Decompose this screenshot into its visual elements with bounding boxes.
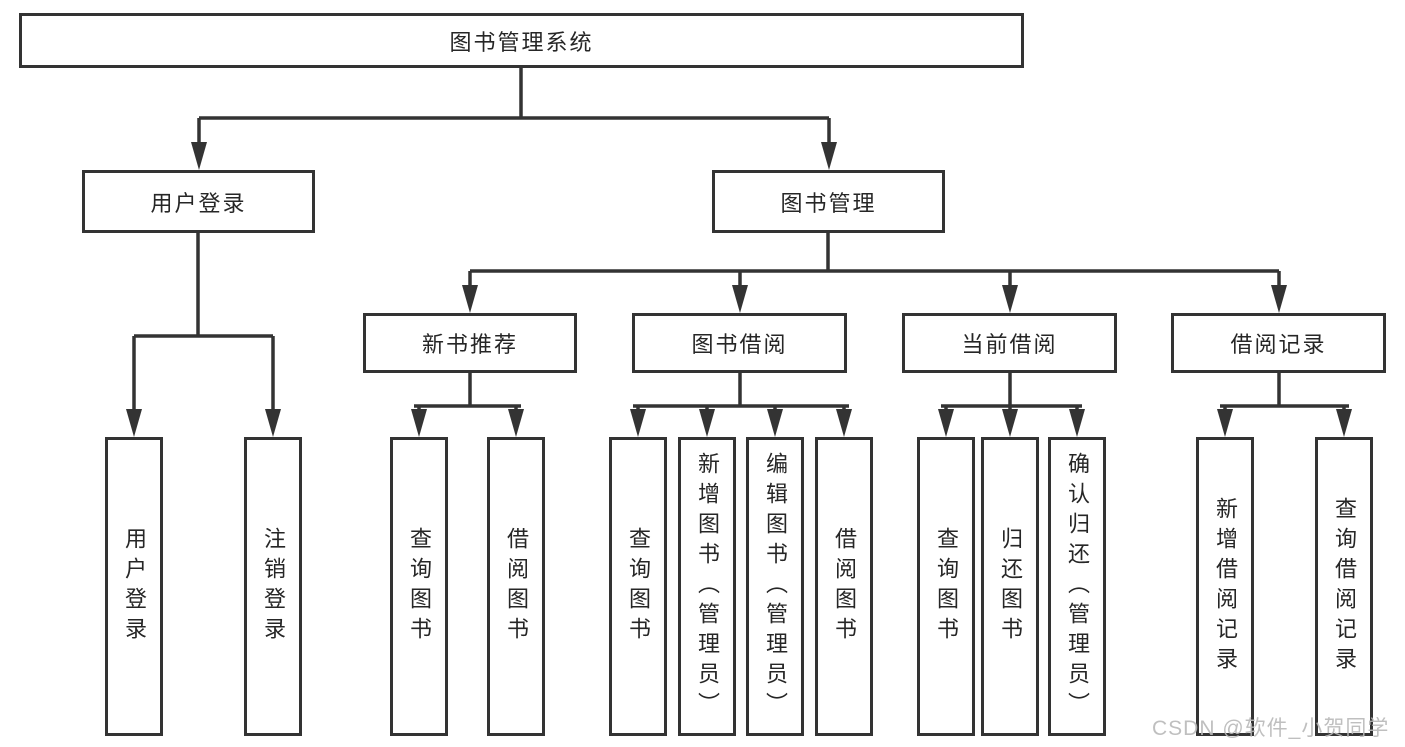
node-user-login-label: 用户登录 bbox=[150, 190, 247, 216]
connector-root-to-level2 bbox=[191, 68, 837, 170]
connector-path bbox=[132, 233, 275, 410]
leaf-confirm-return-admin-label: 确认归还（管理员） bbox=[1065, 451, 1090, 722]
leaf-query-books-borrow: 查询图书 bbox=[609, 437, 667, 736]
leaf-return-books: 归还图书 bbox=[981, 437, 1039, 736]
leaf-query-books-recommend: 查询图书 bbox=[390, 437, 448, 736]
arrow-down-icon bbox=[732, 285, 748, 313]
leaf-borrow-books-label: 借阅图书 bbox=[832, 526, 857, 647]
connector-current-borrow-branch bbox=[938, 373, 1085, 437]
arrow-down-icon bbox=[630, 409, 646, 437]
connector-path bbox=[197, 68, 831, 144]
leaf-add-borrow-record-label: 新增借阅记录 bbox=[1213, 496, 1238, 677]
arrow-down-icon bbox=[1271, 285, 1287, 313]
leaf-edit-book-admin-label: 编辑图书（管理员） bbox=[763, 451, 788, 722]
arrow-down-icon bbox=[699, 409, 715, 437]
connector-book-borrow-branch bbox=[630, 373, 852, 437]
leaf-borrow-books-recommend-label: 借阅图书 bbox=[504, 526, 529, 647]
node-book-management: 图书管理 bbox=[712, 170, 945, 233]
connector-path bbox=[941, 373, 1082, 411]
leaf-query-borrow-record-label: 查询借阅记录 bbox=[1332, 496, 1357, 677]
arrow-down-icon bbox=[126, 409, 142, 437]
node-new-book-recommend-label: 新书推荐 bbox=[421, 332, 518, 357]
node-borrow-records: 借阅记录 bbox=[1171, 313, 1386, 373]
leaf-add-book-admin: 新增图书（管理员） bbox=[678, 437, 736, 736]
arrow-down-icon bbox=[508, 409, 524, 437]
leaf-confirm-return-admin: 确认归还（管理员） bbox=[1048, 437, 1106, 736]
node-current-borrow-label: 当前借阅 bbox=[961, 332, 1058, 357]
connector-path bbox=[414, 373, 521, 411]
leaf-user-login-label: 用户登录 bbox=[122, 526, 147, 647]
arrow-down-icon bbox=[191, 142, 207, 170]
leaf-query-books-current: 查询图书 bbox=[917, 437, 975, 736]
arrow-down-icon bbox=[1002, 285, 1018, 313]
node-book-borrow: 图书借阅 bbox=[632, 313, 847, 373]
node-user-login: 用户登录 bbox=[82, 170, 315, 233]
leaf-query-books-current-label: 查询图书 bbox=[934, 526, 959, 647]
arrow-down-icon bbox=[411, 409, 427, 437]
leaf-logout: 注销登录 bbox=[244, 437, 302, 736]
connector-path bbox=[1220, 373, 1349, 411]
arrow-down-icon bbox=[265, 409, 281, 437]
arrow-down-icon bbox=[821, 142, 837, 170]
connector-path bbox=[633, 373, 849, 411]
node-root: 图书管理系统 bbox=[19, 13, 1024, 68]
leaf-query-borrow-record: 查询借阅记录 bbox=[1315, 437, 1373, 736]
arrow-down-icon bbox=[1069, 409, 1085, 437]
arrow-down-icon bbox=[462, 285, 478, 313]
node-current-borrow: 当前借阅 bbox=[902, 313, 1117, 373]
leaf-add-borrow-record: 新增借阅记录 bbox=[1196, 437, 1254, 736]
leaf-logout-label: 注销登录 bbox=[261, 526, 286, 647]
connector-path bbox=[468, 233, 1281, 287]
leaf-borrow-books-recommend: 借阅图书 bbox=[487, 437, 545, 736]
node-new-book-recommend: 新书推荐 bbox=[363, 313, 577, 373]
arrow-down-icon bbox=[1217, 409, 1233, 437]
connector-borrow-records-branch bbox=[1217, 373, 1352, 437]
leaf-borrow-books: 借阅图书 bbox=[815, 437, 873, 736]
leaf-return-books-label: 归还图书 bbox=[998, 526, 1023, 647]
leaf-user-login: 用户登录 bbox=[105, 437, 163, 736]
node-borrow-records-label: 借阅记录 bbox=[1230, 332, 1327, 357]
csdn-watermark: CSDN @软件_小贺同学 bbox=[1152, 717, 1390, 740]
arrow-down-icon bbox=[1002, 409, 1018, 437]
arrow-down-icon bbox=[1336, 409, 1352, 437]
connector-user-login-branch bbox=[126, 233, 281, 437]
node-root-label: 图书管理系统 bbox=[449, 29, 594, 55]
leaf-query-books-borrow-label: 查询图书 bbox=[626, 526, 651, 647]
leaf-add-book-admin-label: 新增图书（管理员） bbox=[695, 451, 720, 722]
node-book-management-label: 图书管理 bbox=[780, 190, 877, 216]
arrow-down-icon bbox=[836, 409, 852, 437]
connector-new-book-branch bbox=[411, 373, 524, 437]
connector-book-management-branch bbox=[462, 233, 1287, 313]
leaf-query-books-recommend-label: 查询图书 bbox=[407, 526, 432, 647]
arrow-down-icon bbox=[938, 409, 954, 437]
leaf-edit-book-admin: 编辑图书（管理员） bbox=[746, 437, 804, 736]
arrow-down-icon bbox=[767, 409, 783, 437]
node-book-borrow-label: 图书借阅 bbox=[691, 332, 788, 357]
